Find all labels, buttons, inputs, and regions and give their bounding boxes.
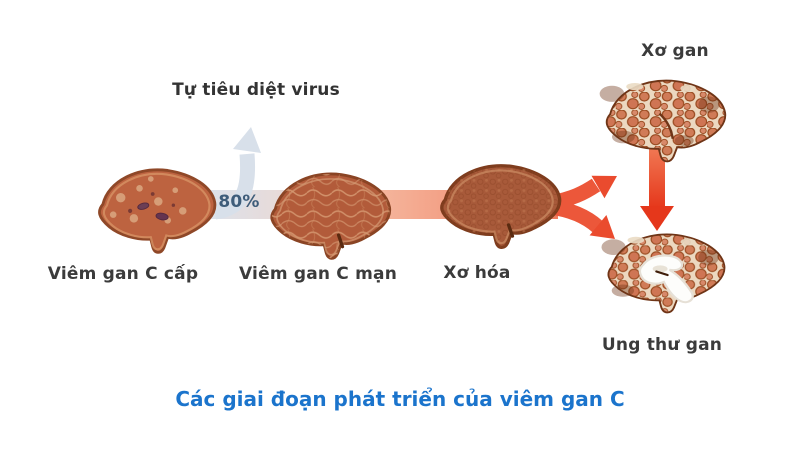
stage-label-fibrosis: Xơ hóa: [443, 263, 511, 283]
self-clear-label: Tự tiêu diệt virus: [172, 80, 340, 100]
stage-label-cirrhosis: Xơ gan: [641, 41, 709, 61]
chronic-rate-label: 80%: [218, 192, 260, 212]
self-clear-arrow: [213, 127, 261, 220]
liver-acute-illustration: [98, 168, 217, 254]
tumor-illustration: [638, 254, 694, 304]
liver-cancer-illustration: [601, 233, 726, 314]
liver-chronic-illustration: [270, 172, 392, 260]
stage-label-chronic: Viêm gan C mạn: [239, 264, 397, 284]
liver-fibrosis-illustration: [440, 164, 562, 250]
liver-cirrhosis-illustration: [599, 79, 727, 163]
stage-label-acute: Viêm gan C cấp: [47, 264, 199, 284]
stage-label-cancer: Ung thư gan: [601, 335, 723, 355]
cirrhosis-to-cancer-arrow: [640, 146, 674, 231]
diagram-title: Các giai đoạn phát triển của viêm gan C: [175, 387, 625, 411]
